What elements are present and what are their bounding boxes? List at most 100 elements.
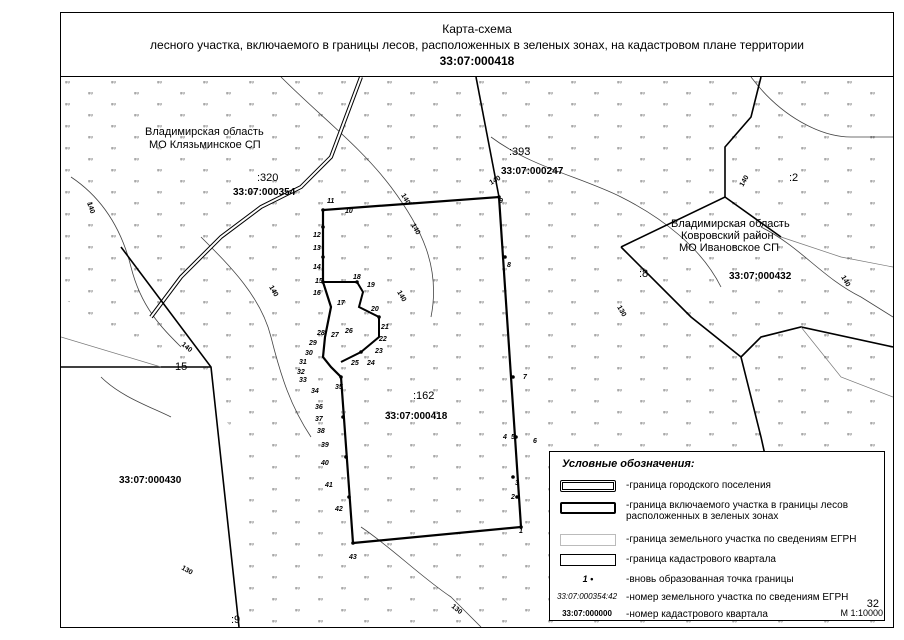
point-label: 42 (334, 506, 343, 513)
point-label: 18 (353, 274, 361, 281)
point-label: 19 (367, 282, 375, 289)
point-label: 22 (378, 336, 387, 343)
point-label: 5 (511, 434, 515, 441)
point-label: 20 (370, 306, 379, 313)
point-label: 16 (313, 290, 321, 297)
point-label: 26 (344, 328, 353, 335)
parcel-num-15: 15 (175, 361, 187, 373)
legend-item-parcel-number: 33:07:000354:42 -номер земельного участк… (550, 592, 884, 610)
legend-heading: Условные обозначения: (562, 458, 695, 470)
quarter-000432: 33:07:000432 (729, 271, 792, 282)
point-label: 30 (305, 350, 313, 357)
parcel-num-8: :8 (639, 268, 648, 280)
point-numbers: 1 2 3 4 5 6 7 8 9 10 11 12 13 14 15 16 1… (297, 198, 537, 561)
region-label-1-line2: МО Клязьминское СП (149, 139, 261, 151)
title-line-1: Карта-схема (442, 22, 512, 36)
parcel-boundaries (61, 236, 893, 398)
region-label-2-line1: Владимирская область (671, 218, 790, 230)
legend-item-plot: -граница включаемого участка в границы л… (550, 500, 884, 528)
contour-label: 140 (739, 174, 751, 188)
point-label: 36 (315, 404, 323, 411)
region-label-2-line3: МО Ивановское СП (679, 242, 779, 254)
point-label: 35 (335, 384, 343, 391)
municipal-boundary-symbol (560, 480, 616, 492)
point-label: 2 (510, 494, 515, 501)
legend-text: -граница кадастрового квартала (626, 554, 776, 565)
legend-item-point: 1 • -вновь образованная точка границы (550, 574, 884, 592)
point-label: 11 (327, 198, 334, 205)
quarter-000430: 33:07:000430 (119, 475, 182, 486)
contour-label: 140 (267, 285, 279, 299)
legend-text: -граница городского поселения (626, 480, 771, 491)
point-label: 23 (374, 348, 383, 355)
legend-item-parcel: -граница земельного участка по сведениям… (550, 534, 884, 552)
point-label: 12 (313, 232, 321, 239)
contour-label: 140 (85, 201, 96, 214)
point-label: 15 (315, 278, 323, 285)
point-label: 27 (330, 332, 340, 339)
title-line-2: лесного участка, включаемого в границы л… (150, 38, 804, 52)
plot-notch (323, 281, 380, 363)
point-label: 25 (350, 360, 359, 367)
contour-label: 130 (180, 565, 194, 577)
contour-label: 130 (615, 305, 627, 319)
point-label: 21 (380, 324, 389, 331)
point-label: 9 (499, 198, 503, 205)
point-label: 32 (297, 369, 305, 376)
quarter-number-symbol: 33:07:000000 (562, 609, 612, 618)
legend-text: -граница включаемого участка в границы л… (626, 500, 849, 522)
contour-lines (70, 77, 893, 627)
map-frame: Карта-схема лесного участка, включаемого… (60, 12, 894, 628)
contour-label: 140 (399, 193, 411, 207)
contour-label: 140 (839, 275, 851, 289)
point-label: 39 (321, 442, 329, 449)
quarter-000354: 33:07:000354 (233, 187, 296, 198)
quarter-000247: 33:07:000247 (501, 166, 564, 177)
contour-label: 140 (489, 175, 503, 187)
point-label: 17 (337, 300, 346, 307)
page-number: 32 (866, 598, 879, 610)
point-label: 41 (324, 482, 333, 489)
point-label: 34 (311, 388, 319, 395)
legend-item-quarter: -граница кадастрового квартала (550, 554, 884, 572)
parcel-num-320: :320 (257, 172, 278, 184)
parcel-num-2: :2 (789, 172, 798, 184)
point-label: 7 (523, 374, 528, 381)
point-label: 10 (345, 208, 353, 215)
plot-boundary-symbol (560, 502, 616, 514)
legend-text: -вновь образованная точка границы (626, 574, 794, 585)
point-label: 8 (507, 262, 511, 269)
quarter-boundary-symbol (560, 554, 616, 566)
point-label: 1 (519, 528, 523, 535)
point-label: 3 (515, 480, 519, 487)
point-label: 29 (308, 340, 317, 347)
parcel-number-symbol: 33:07:000354:42 (556, 592, 618, 601)
legend: Условные обозначения: -граница городског… (549, 451, 885, 621)
point-label: 28 (316, 330, 325, 337)
legend-text: -номер земельного участка по сведениям Е… (626, 592, 849, 603)
title-line-3: 33:07:000418 (439, 54, 515, 68)
region-label-1-line1: Владимирская область (145, 126, 264, 138)
point-label: 4 (502, 434, 507, 441)
point-label: 40 (320, 460, 329, 467)
point-label: 43 (348, 554, 357, 561)
contour-label: 140 (409, 223, 421, 237)
point-label: 31 (299, 359, 307, 366)
point-label: 33 (299, 377, 307, 384)
boundary-points (321, 195, 523, 545)
point-label: 14 (313, 264, 321, 271)
cadastral-map: ᵍᵍ ᵍᵍ (61, 77, 893, 627)
point-label: 37 (315, 416, 324, 423)
point-symbol: 1 • (582, 574, 594, 584)
municipal-boundary (149, 77, 363, 319)
quarter-000418: 33:07:000418 (385, 411, 448, 422)
open-area (61, 297, 239, 627)
map-title: Карта-схема лесного участка, включаемого… (61, 13, 893, 77)
point-label: 13 (313, 245, 321, 252)
legend-item-quarter-number: 33:07:000000 -номер кадастрового квартал… (550, 609, 884, 627)
point-label: 6 (533, 438, 537, 445)
parcel-num-162: :162 (413, 390, 434, 402)
contour-label: 140 (395, 290, 407, 304)
legend-text: -граница земельного участка по сведениям… (626, 534, 857, 545)
parcel-boundary-symbol (560, 534, 616, 546)
